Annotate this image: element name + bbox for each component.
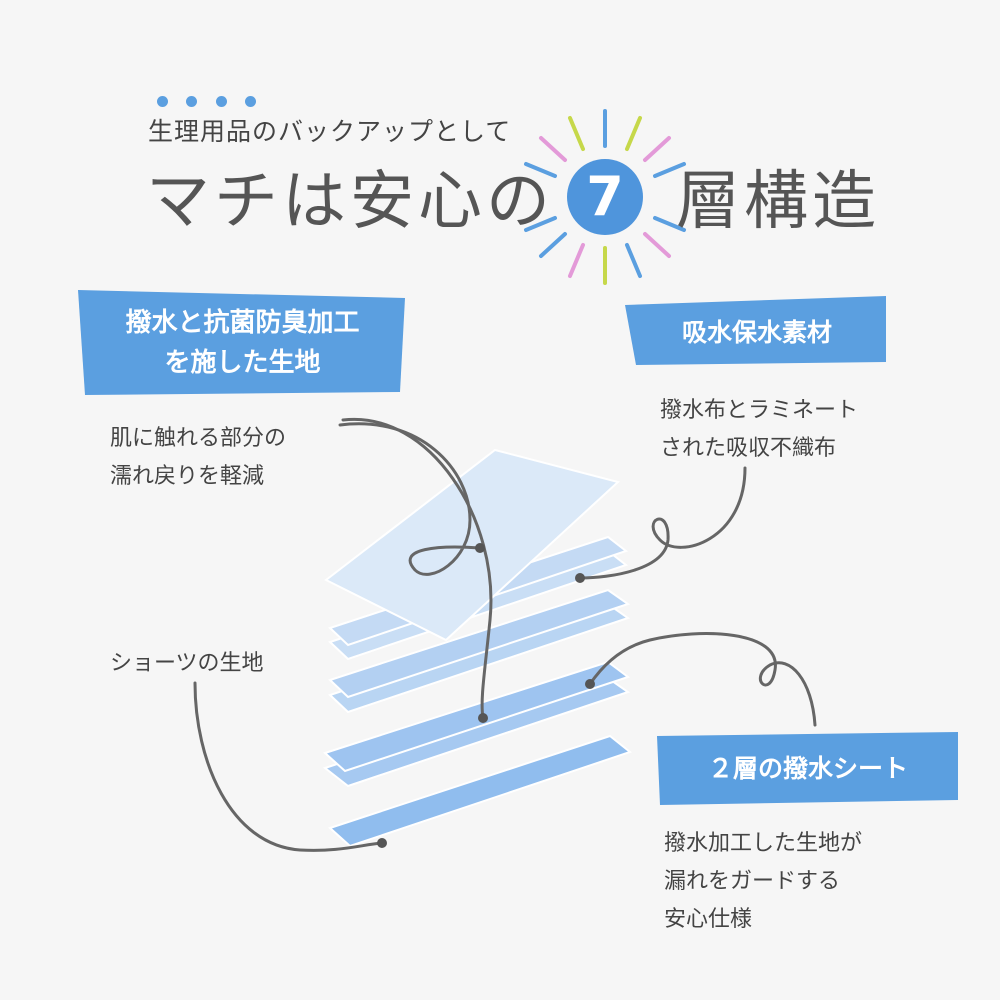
layer-5 [328,734,633,848]
note-bottom-right: 撥水加工した生地が 漏れをガードする 安心仕様 [664,825,862,939]
subtitle: 生理用品のバックアップとして [148,117,512,146]
banner-bottom-right: ２層の撥水シート [662,749,954,789]
note-top-right-line2: された吸収不織布 [660,436,837,461]
connector-top-right [578,466,747,580]
layer-3 [328,588,631,699]
banner-top-left-shape [78,290,405,395]
banner-bottom-right-shape [657,732,958,805]
banner-top-left: 撥水と抗菌防臭加工 を施した生地 [85,303,400,383]
note-top-left: 肌に触れる部分の 濡れ戻りを軽減 [110,420,286,496]
layer-sheets [322,448,633,848]
banner-top-right: 吸水保水素材 [632,313,882,353]
note-bottom-right-line2: 漏れをガードする [664,869,841,894]
banner-top-left-line1: 撥水と抗菌防臭加工 [125,308,360,338]
connector-bottom-right [588,632,817,727]
banner-top-left-line2: を施した生地 [164,348,321,378]
layer-1 [324,448,621,642]
main-title-suffix: 層構造 [676,165,880,239]
connector-top-left [338,422,482,576]
note-bottom-right-line3: 安心仕様 [664,907,753,932]
note-top-right: 撥水布とラミネート された吸収不織布 [660,392,858,468]
note-top-left-line1: 肌に触れる部分の [110,426,287,451]
note-top-left-line2: 濡れ戻りを軽減 [110,464,265,489]
note-left: ショーツの生地 [110,651,264,676]
connector-dots [377,543,595,848]
banner-top-right-shape [625,296,886,365]
connector-lines [193,417,817,852]
badge-rays-icon [524,109,686,285]
connector-top-left-2 [341,417,493,720]
banner-top-right-label: 吸水保水素材 [681,318,832,347]
main-title: マチは安心の [146,165,554,239]
note-top-right-line1: 撥水布とラミネート [660,398,859,423]
connector-left [193,681,384,852]
banner-bottom-right-label: ２層の撥水シート [707,754,908,783]
layer-4 [323,660,631,773]
badge-seven: 7 [567,159,643,235]
note-bottom-right-line1: 撥水加工した生地が [664,831,863,856]
